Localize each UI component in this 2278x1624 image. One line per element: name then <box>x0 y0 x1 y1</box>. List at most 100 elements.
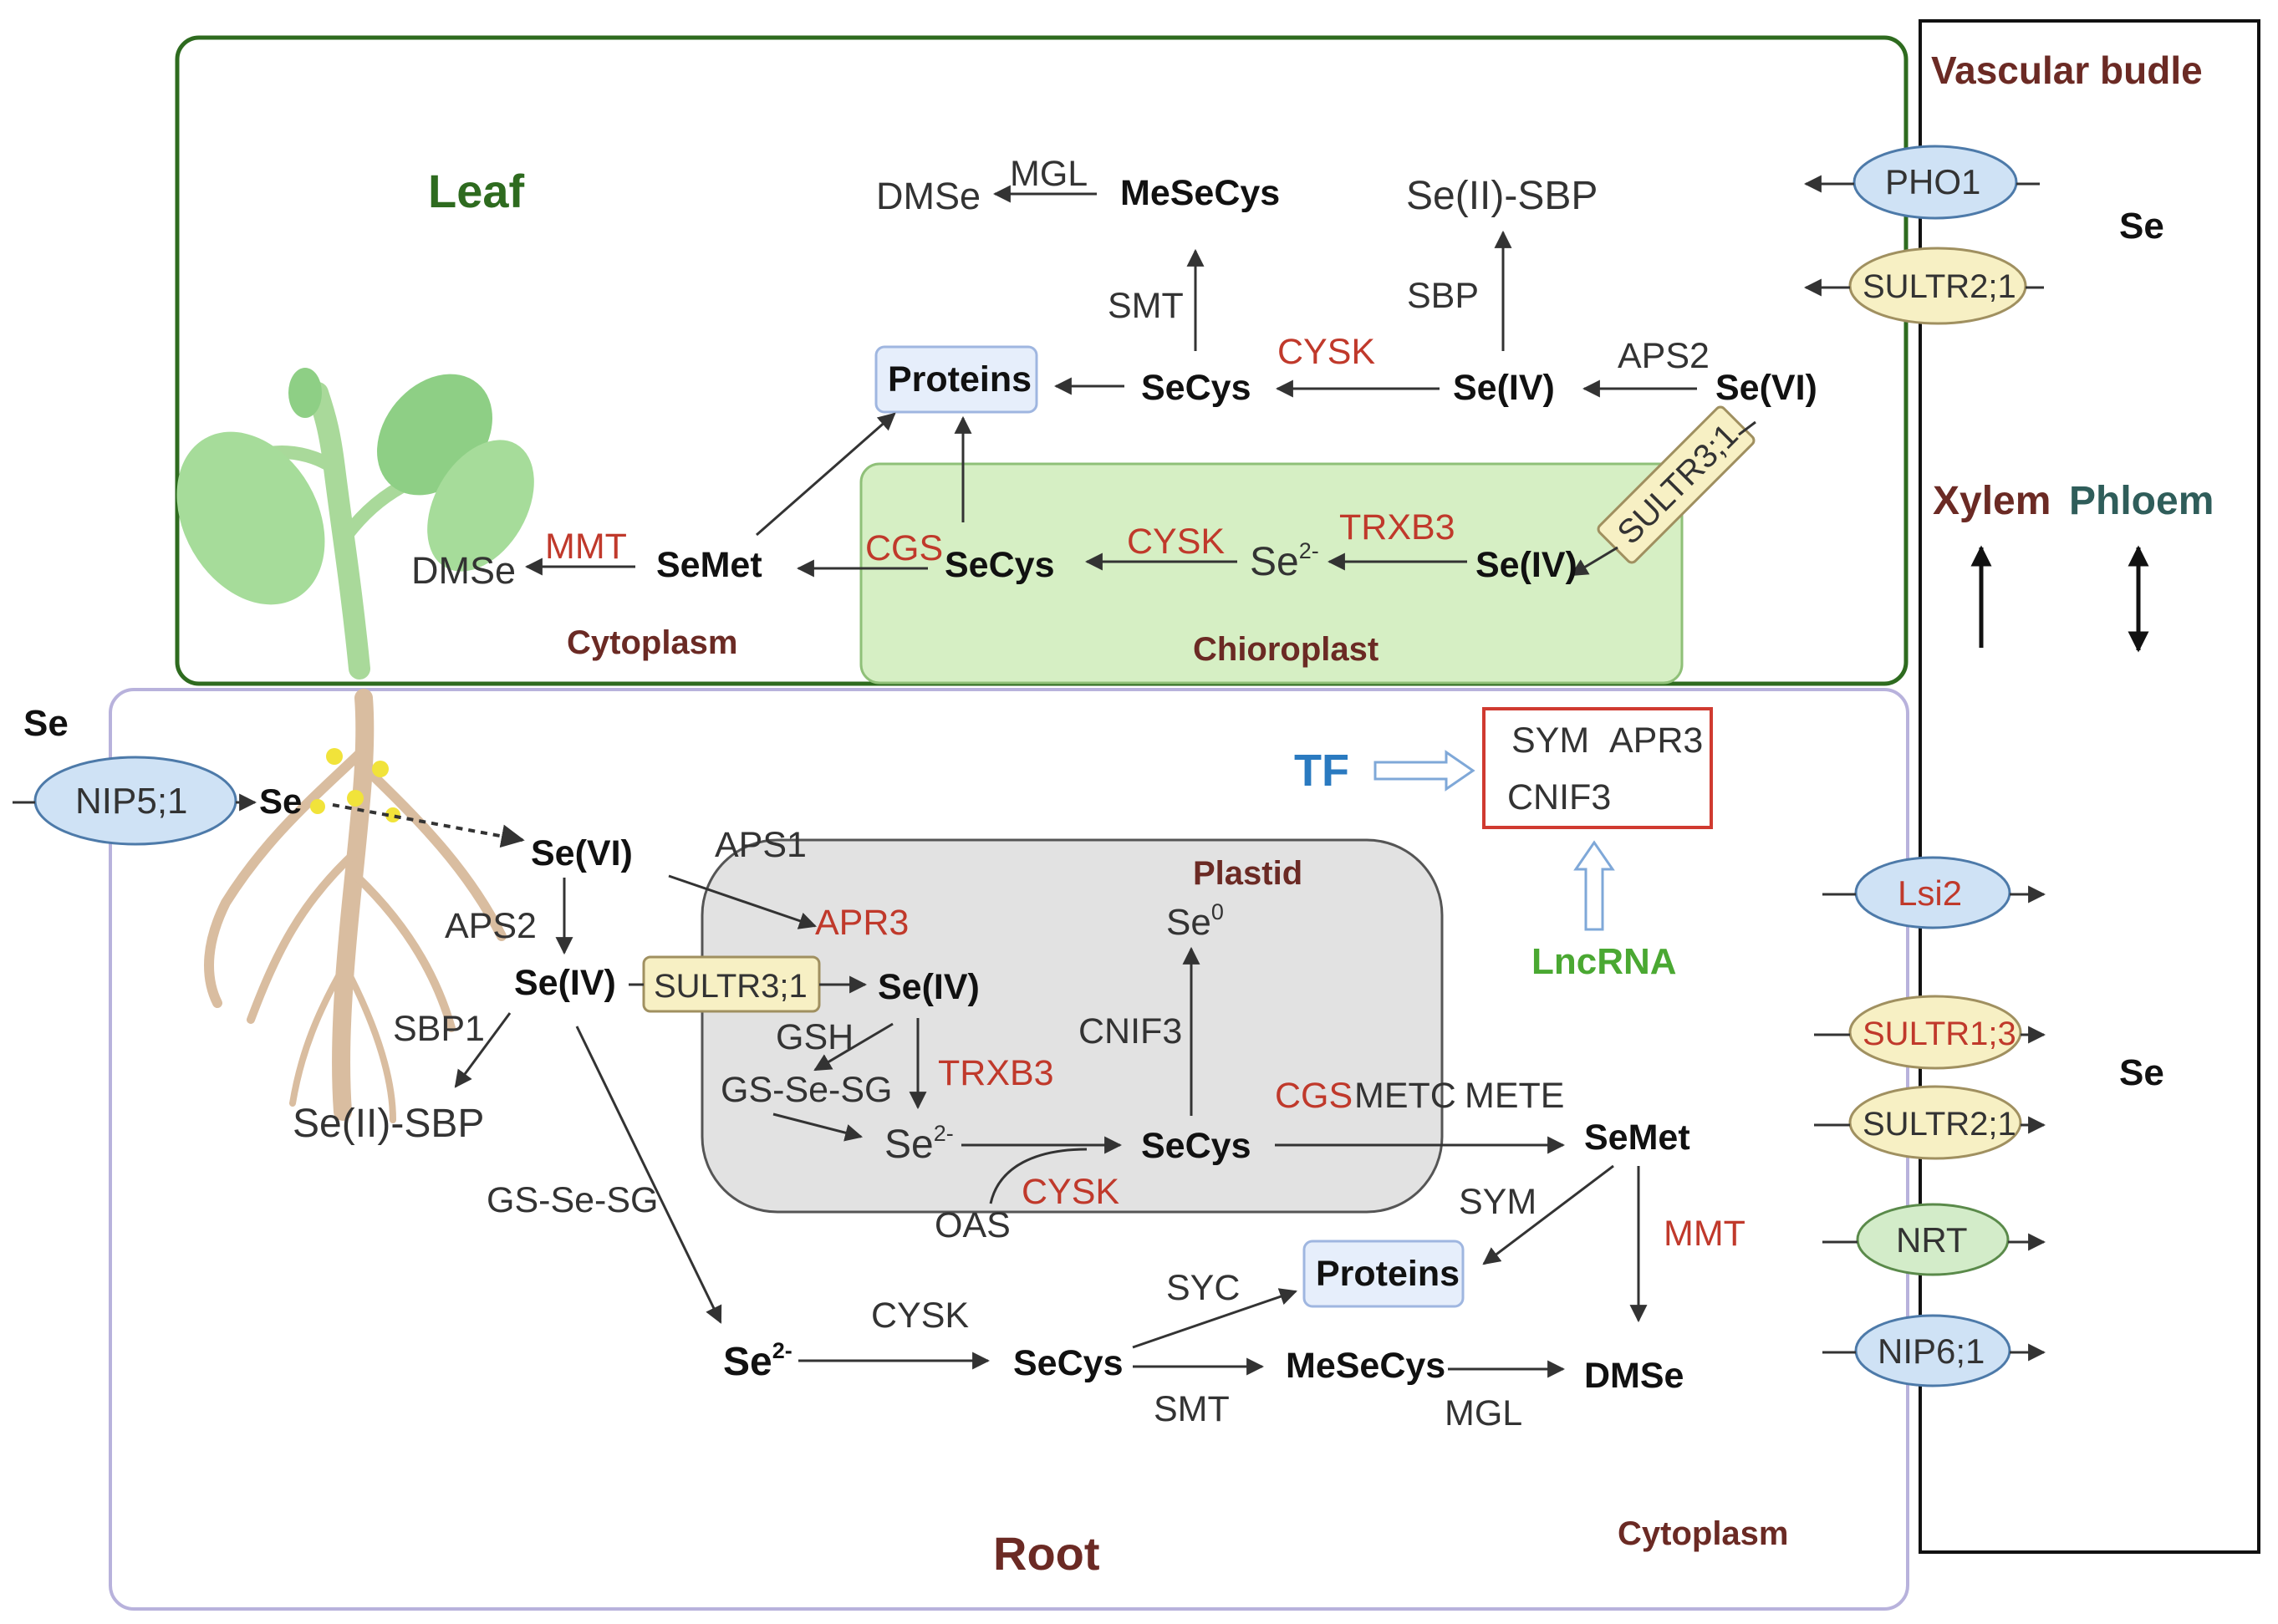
root-aps1: APS1 <box>715 825 807 865</box>
leaf-title: Leaf <box>428 165 524 217</box>
leaf-se-ii-sbp: Se(II)-SBP <box>1406 174 1598 218</box>
root-syc: SYC <box>1166 1268 1240 1308</box>
svg-text:NRT: NRT <box>1896 1220 1968 1260</box>
root-proteins-box <box>1302 1240 1465 1308</box>
leaf-smt: SMT <box>1108 286 1184 326</box>
root-se-outside: Se <box>23 703 69 744</box>
leaf-mgl: MGL <box>1010 154 1088 194</box>
root-arrow-seiv-gssesg <box>813 1022 894 1072</box>
xylem-label: Xylem <box>1933 479 2051 523</box>
vascular-se-top: Se <box>2119 206 2164 247</box>
leaf-cysk-chloro: CYSK <box>1127 522 1225 562</box>
root-se-iv: Se(IV) <box>514 963 616 1003</box>
leaf-se2: Se2- <box>1250 538 1319 584</box>
root-arrow-sevi-plastid <box>668 874 817 929</box>
root-cnif3-plastid: CNIF3 <box>1078 1011 1182 1051</box>
root-trxb3: TRXB3 <box>938 1053 1054 1093</box>
root-arrow-seiv-sbp <box>454 1012 512 1088</box>
root-mmt: MMT <box>1664 1214 1745 1254</box>
root-mgl: MGL <box>1445 1393 1522 1433</box>
root-lncrna: LncRNA <box>1531 941 1677 982</box>
root-semet: SeMet <box>1584 1117 1690 1158</box>
root-regulation-box <box>1482 707 1713 829</box>
root-se2-cyto: Se2- <box>723 1338 792 1384</box>
root-illustration <box>204 689 507 1123</box>
root-lncrna-arrow <box>1573 840 1615 931</box>
root-secys-cyto: SeCys <box>1013 1343 1123 1383</box>
root-gs-se-sg: GS-Se-SG <box>487 1180 659 1220</box>
vascular-se-bottom: Se <box>2119 1052 2164 1093</box>
leaf-trxb3: TRXB3 <box>1339 507 1455 547</box>
root-arrow-gssesg-se2 <box>772 1112 864 1142</box>
leaf-arrow-semet-proteins <box>756 412 896 537</box>
root-oas-arc <box>989 1148 1088 1204</box>
leaf-se-iv: Se(IV) <box>1453 368 1555 408</box>
plastid-box <box>701 838 1444 1214</box>
svg-text:NIP5;1: NIP5;1 <box>75 781 188 822</box>
svg-text:NIP6;1: NIP6;1 <box>1878 1331 1985 1371</box>
root-title: Root <box>993 1527 1100 1580</box>
root-arrow-seiv-se2-cyto <box>575 1026 722 1324</box>
root-reg-cnif3: CNIF3 <box>1507 777 1611 817</box>
root-se0: Se0 <box>1166 899 1224 943</box>
root-oas: OAS <box>935 1205 1011 1245</box>
leaf-cgs: CGS <box>865 528 943 568</box>
leaf-dmse-bottom: DMSe <box>411 549 516 592</box>
vascular-title: Vascular budle <box>1931 48 2203 92</box>
svg-text:SULTR2;1: SULTR2;1 <box>1863 268 2016 305</box>
root-cytoplasm-label: Cytoplasm <box>1618 1515 1789 1552</box>
leaf-mesecys: MeSeCys <box>1120 173 1280 213</box>
svg-text:PHO1: PHO1 <box>1885 162 1980 201</box>
chloroplast-box <box>859 462 1684 685</box>
root-gsh: GSH <box>776 1017 854 1057</box>
transporter-pho1: PHO1 <box>1803 145 2040 220</box>
root-arrow-semet-proteins <box>1482 1164 1614 1265</box>
root-se-in: Se <box>259 781 302 821</box>
root-sultr31: SULTR3;1 <box>654 968 808 1005</box>
leaf-proteins-box <box>874 345 1038 414</box>
root-sbp1: SBP1 <box>393 1009 485 1049</box>
transporter-sultr21-bottom: SULTR2;1 <box>1814 1085 2046 1160</box>
root-reg-apr3: APR3 <box>1609 720 1703 761</box>
leaf-arrow-sultr-seiv <box>1570 546 1618 577</box>
root-cgs-red: CGS <box>1275 1076 1353 1116</box>
leaf-secys: SeCys <box>1141 368 1251 408</box>
leaf-arrow-sevi-sultr <box>1738 420 1756 436</box>
leaf-se-iv-chloro: Se(IV) <box>1475 545 1577 585</box>
root-tf-arrow <box>1373 750 1475 792</box>
leaf-proteins: Proteins <box>888 359 1032 400</box>
chloroplast-label: Chioroplast <box>1193 631 1379 668</box>
transporter-sultr13: SULTR1;3 <box>1814 995 2046 1070</box>
root-arrow-secys-proteins <box>1132 1288 1297 1349</box>
root-nip51-transporter: NIP5;1 <box>13 756 257 846</box>
root-secys-plastid: SeCys <box>1141 1126 1251 1166</box>
root-metc: METC <box>1354 1076 1456 1116</box>
root-se2-plastid: Se2- <box>884 1121 954 1167</box>
root-se-ii-sbp: Se(II)-SBP <box>293 1102 484 1146</box>
leaf-se-vi: Se(VI) <box>1715 368 1817 408</box>
transporter-lsi2: Lsi2 <box>1822 856 2046 929</box>
leaf-sbp: SBP <box>1407 276 1479 316</box>
root-aps2: APS2 <box>445 906 537 946</box>
root-cysk: CYSK <box>871 1296 969 1336</box>
root-tf: TF <box>1294 746 1349 796</box>
root-mete: METE <box>1465 1076 1564 1116</box>
leaf-mmt: MMT <box>545 527 627 567</box>
phloem-label: Phloem <box>2069 479 2214 523</box>
leaf-cysk: CYSK <box>1277 332 1375 372</box>
plastid-label: Plastid <box>1193 855 1302 892</box>
root-reg-sym: SYM <box>1511 720 1589 761</box>
svg-text:SULTR1;3: SULTR1;3 <box>1863 1016 2016 1052</box>
root-smt: SMT <box>1154 1389 1230 1429</box>
transporter-nrt: NRT <box>1822 1203 2046 1276</box>
root-gs-se-sg-plastid: GS-Se-SG <box>721 1070 893 1110</box>
root-proteins: Proteins <box>1316 1254 1460 1294</box>
leaf-plant-illustration <box>176 368 534 680</box>
root-dmse: DMSe <box>1584 1356 1684 1396</box>
transporter-sultr21-top: SULTR2;1 <box>1803 247 2044 325</box>
svg-text:SULTR2;1: SULTR2;1 <box>1863 1106 2016 1143</box>
leaf-secys-chloro: SeCys <box>945 545 1054 585</box>
root-se-iv-plastid: Se(IV) <box>878 967 980 1007</box>
